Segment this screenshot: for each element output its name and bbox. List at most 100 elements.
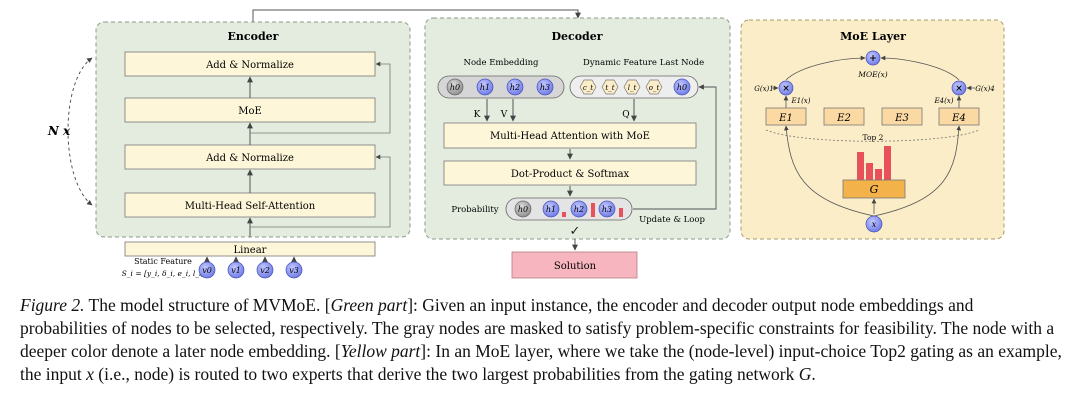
svg-text:v1: v1 [231, 266, 241, 275]
solution-box [511, 251, 638, 279]
moe-output-label: MOE(x) [857, 70, 887, 79]
update-loop-arrow [633, 84, 717, 210]
prob-node-h2 [570, 200, 588, 218]
svg-text:+: + [869, 54, 877, 64]
node-embedding-pill [437, 75, 565, 99]
decoder-panel: Decoder Node Embedding Dynamic Feature L… [424, 17, 731, 240]
gating-bars [857, 146, 891, 180]
figure-caption: Figure 2. The model structure of MVMoE. … [20, 295, 1062, 384]
embed-node-h3 [536, 78, 554, 96]
svg-text:h3: h3 [602, 205, 612, 214]
embed-node-h2 [506, 78, 524, 96]
expert-2-box [823, 107, 865, 126]
last-node-label: Last Node [660, 58, 704, 68]
sum-icon [865, 50, 881, 66]
svg-text:v2: v2 [260, 266, 270, 275]
gating-network-label: G [870, 183, 879, 196]
svg-text:h1: h1 [480, 83, 490, 92]
encoder-add-norm-top: Add & Normalize [205, 60, 294, 71]
top2-label: Top 2 [863, 133, 884, 142]
svg-text:E2: E2 [836, 113, 851, 124]
static-feature-formula: S_i = [y_i, δ_i, e_i, l_i] [122, 269, 205, 278]
moe-layer-title: MoE Layer [840, 30, 906, 43]
gate-weight-4: G(x)4 [975, 85, 994, 93]
embed-node-h0 [446, 78, 464, 96]
expert-4-output: E4(x) [934, 97, 954, 105]
svg-text:x: x [872, 220, 877, 229]
svg-text:l_t: l_t [628, 84, 637, 92]
top2-routing-curve [765, 129, 980, 142]
caption-figure-label: Figure 2. [20, 295, 85, 315]
svg-text:o_t: o_t [649, 84, 660, 92]
gate-bar-4 [884, 146, 891, 180]
last-node-h0 [673, 78, 691, 96]
expert-1-box [765, 107, 807, 126]
svg-text:t_t: t_t [605, 84, 614, 92]
svg-text:v3: v3 [289, 266, 299, 275]
svg-text:h3: h3 [540, 83, 550, 92]
embed-node-h1 [476, 78, 494, 96]
gate-bar-1 [857, 152, 864, 180]
prob-node-h0 [514, 200, 532, 218]
encoder-title: Encoder [228, 30, 279, 43]
svg-text:h2: h2 [574, 205, 584, 214]
check-icon: ✓ [570, 224, 581, 239]
svg-text:E3: E3 [894, 113, 909, 124]
node-v3 [285, 261, 303, 279]
model-structure-figure: Encoder Add & Normalize MoE Add & Normal… [47, 9, 1005, 279]
encoder-add-norm-bottom: Add & Normalize [205, 153, 294, 164]
prob-bar-h2 [591, 203, 595, 217]
svg-text:×: × [782, 84, 790, 94]
svg-text:h0: h0 [677, 83, 687, 92]
prob-bar-h1 [562, 212, 566, 217]
encoder-input-nodes: v0 v1 v2 v3 [198, 256, 303, 279]
expert-1-output: E1(x) [791, 97, 811, 105]
multiply-icon-4 [951, 80, 967, 96]
gate-bar-3 [875, 169, 882, 180]
feature-node-ct [579, 79, 597, 95]
feature-node-lt [623, 79, 641, 95]
moe-layer-panel: MoE Layer + MOE(x) × × G(x)1 G(x)4 E1(x)… [740, 19, 1005, 240]
encoder-moe: MoE [238, 106, 262, 117]
svg-text:h2: h2 [510, 83, 520, 92]
caption-green-part: Green part [330, 295, 408, 315]
encoder-linear: Linear [234, 245, 267, 256]
gating-network-box [842, 179, 906, 199]
svg-text:h0: h0 [450, 83, 460, 92]
svg-text:E4: E4 [951, 113, 966, 124]
svg-text:E1: E1 [778, 113, 793, 124]
repeat-label: N x [47, 124, 71, 138]
node-v1 [227, 261, 245, 279]
dynamic-feature-label: Dynamic Feature [583, 58, 657, 68]
input-node-x [865, 215, 883, 233]
caption-yellow-part: Yellow part [340, 341, 421, 361]
value-label: V [500, 110, 508, 120]
prob-bar-h3 [619, 208, 623, 217]
multiply-icon-1 [778, 80, 794, 96]
gate-weight-1: G(x)1 [754, 85, 773, 93]
probability-pill [505, 197, 633, 221]
encoder-mhsa: Multi-Head Self-Attention [185, 201, 316, 212]
probability-label: Probability [451, 205, 498, 215]
decoder-mha-moe: Multi-Head Attention with MoE [490, 131, 650, 142]
solution-label: Solution [554, 261, 597, 272]
decoder-dot-softmax: Dot-Product & Softmax [511, 169, 630, 180]
feature-node-ot [645, 79, 663, 95]
key-label: K [474, 110, 481, 120]
repeat-loop-arrow [67, 57, 93, 206]
static-feature-label: Static Feature [134, 257, 192, 266]
svg-text:v0: v0 [202, 266, 212, 275]
expert-3-box [881, 107, 923, 126]
query-label: Q [622, 110, 629, 120]
node-v2 [256, 261, 274, 279]
node-v0 [198, 261, 216, 279]
update-loop-label: Update & Loop [639, 215, 705, 225]
encoder-panel: Encoder Add & Normalize MoE Add & Normal… [47, 21, 411, 279]
prob-node-h1 [542, 200, 560, 218]
decoder-title: Decoder [551, 30, 602, 43]
encoder-to-decoder-arrow [252, 9, 581, 22]
svg-text:c_t: c_t [583, 84, 593, 92]
node-embedding-label: Node Embedding [464, 58, 540, 68]
feature-node-tt [601, 79, 619, 95]
svg-text:h0: h0 [518, 205, 528, 214]
